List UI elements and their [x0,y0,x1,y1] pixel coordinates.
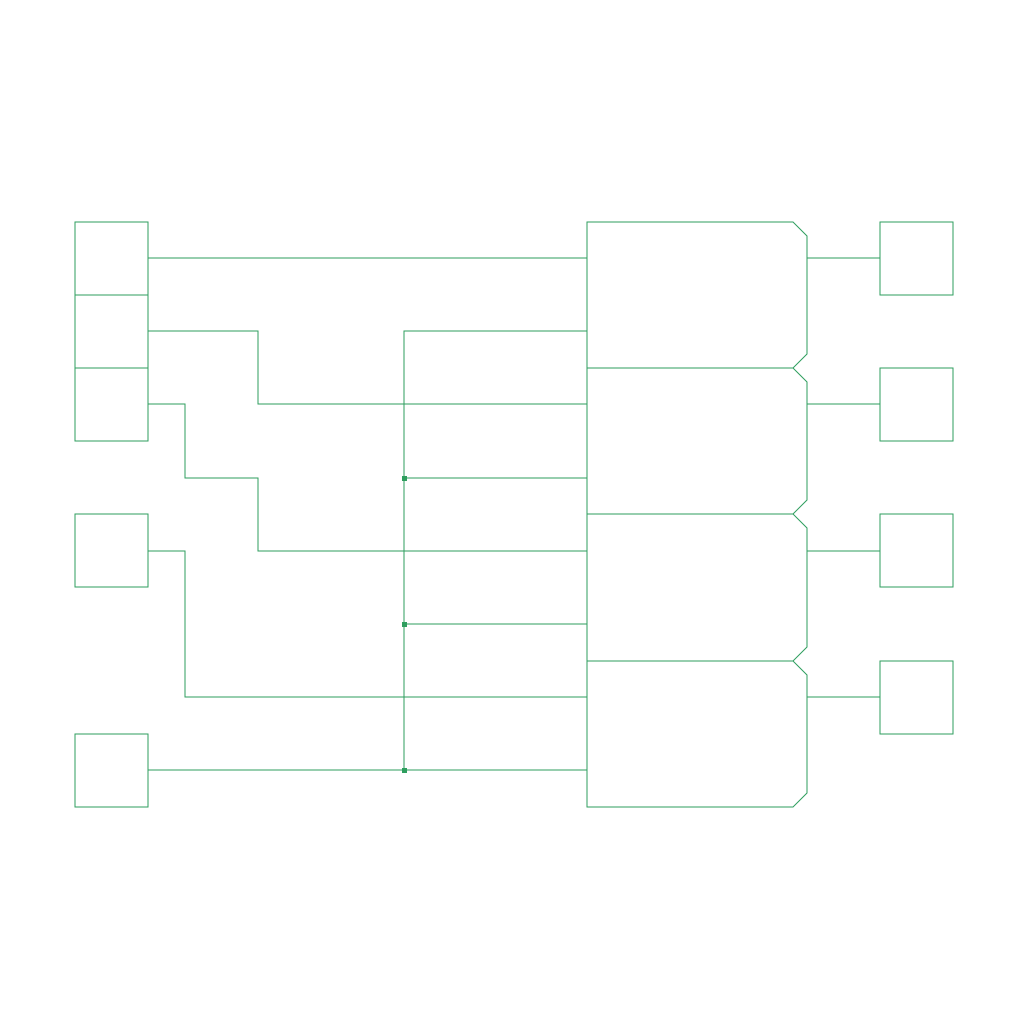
junction-dot-2 [402,622,407,627]
output-block-1 [879,221,954,296]
input-block-1 [74,221,149,296]
input-blocks [74,221,149,808]
wires [148,257,880,771]
gate-block-4 [586,660,808,808]
input-block-4 [74,513,149,588]
input-block-5 [74,733,149,808]
junction-dot-1 [402,476,407,481]
output-block-4 [879,660,954,735]
wire-in4-gate4 [148,550,587,698]
wire-in3-gate3 [148,403,587,552]
output-block-3 [879,513,954,588]
wire-in2-gate2 [148,330,587,405]
input-block-2 [74,294,149,369]
output-blocks [879,221,954,735]
gate-block-1 [586,221,808,369]
input-block-3 [74,367,149,442]
gate-blocks [586,221,808,808]
gate-block-2 [586,367,808,515]
output-block-2 [879,367,954,442]
gate-block-3 [586,513,808,662]
junction-dot-3 [402,768,407,773]
junctions [402,476,407,773]
